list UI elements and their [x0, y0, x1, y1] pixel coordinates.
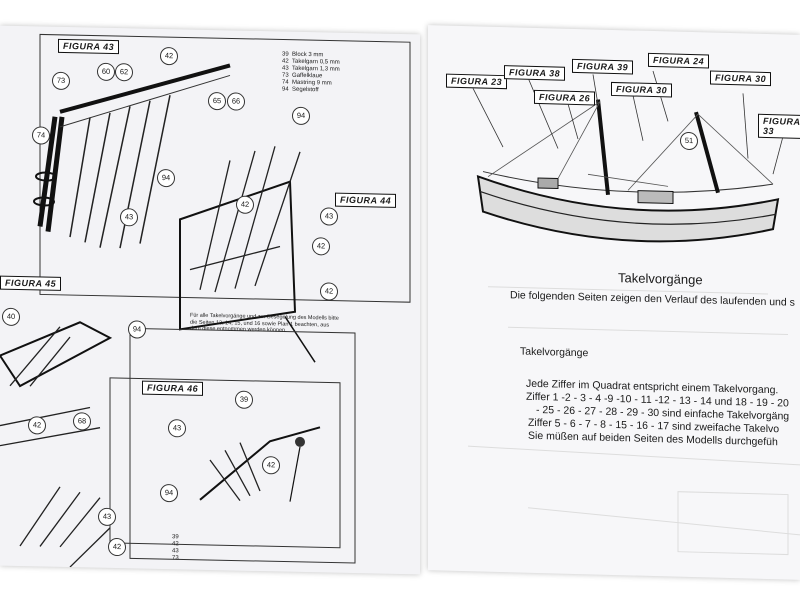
legend-item: 94 Segelstoff	[282, 86, 319, 94]
figure-label: FIGURA 33	[758, 113, 800, 140]
figure-label: FIGURA 38	[504, 65, 566, 81]
figure-label: FIGURA 30	[710, 70, 772, 87]
part-callout: 42	[28, 416, 46, 435]
figure-label: FIGURA 39	[572, 58, 634, 75]
page-title: Takelvorgänge	[618, 270, 703, 288]
rigging-note: Für alle Takelvorgänge und zur Besegelun…	[190, 312, 339, 334]
part-callout: 60	[97, 62, 115, 82]
part-callout: 42	[236, 195, 254, 214]
part-callout: 68	[73, 412, 91, 431]
part-callout: 42	[108, 537, 126, 557]
part-callout: 94	[157, 168, 175, 188]
part-callout: 43	[320, 207, 338, 226]
left-page: FIGURA 43 FIGURA 44 FIGURA 45 FIGURA 46 …	[0, 25, 420, 575]
part-callout: 40	[2, 307, 20, 327]
right-page: FIGURA 23 FIGURA 38 FIGURA 39 FIGURA 24 …	[428, 25, 800, 580]
part-callout: 42	[262, 456, 280, 475]
part-callout: 94	[128, 320, 146, 339]
legend-number: 42	[172, 541, 179, 548]
part-callout: 43	[168, 419, 186, 438]
figure-label: FIGURA 24	[648, 52, 710, 69]
part-callout: 65	[208, 91, 226, 111]
ship-drawing	[467, 70, 800, 556]
figure-label: FIGURA 44	[335, 192, 397, 208]
part-callout: 62	[115, 63, 133, 82]
part-callout: 73	[52, 71, 70, 91]
figure-label: FIGURA 26	[534, 89, 596, 106]
legend-number: 73	[172, 555, 179, 562]
rigging-drawings	[0, 33, 411, 568]
figure-label: FIGURA 43	[58, 38, 120, 55]
part-callout: 74	[32, 126, 50, 145]
part-callout: 39	[235, 390, 253, 409]
part-callout: 42	[160, 46, 178, 66]
legend-number: 43	[172, 548, 179, 555]
part-callout: 94	[292, 106, 310, 126]
legend-number: 39	[172, 534, 179, 541]
figure-label: FIGURA 23	[446, 73, 508, 90]
part-callout: 94	[160, 483, 178, 503]
part-callout: 43	[120, 208, 138, 227]
part-callout: 42	[320, 282, 338, 301]
figure-label: FIGURA 30	[611, 81, 673, 98]
section-heading: Takelvorgänge	[520, 345, 589, 360]
part-callout: 51	[680, 131, 698, 151]
part-callout: 42	[312, 237, 330, 256]
part-callout: 43	[98, 507, 116, 527]
part-callout: 66	[227, 92, 245, 111]
figure-label: FIGURA 46	[142, 380, 204, 396]
figure-label: FIGURA 45	[0, 275, 62, 291]
